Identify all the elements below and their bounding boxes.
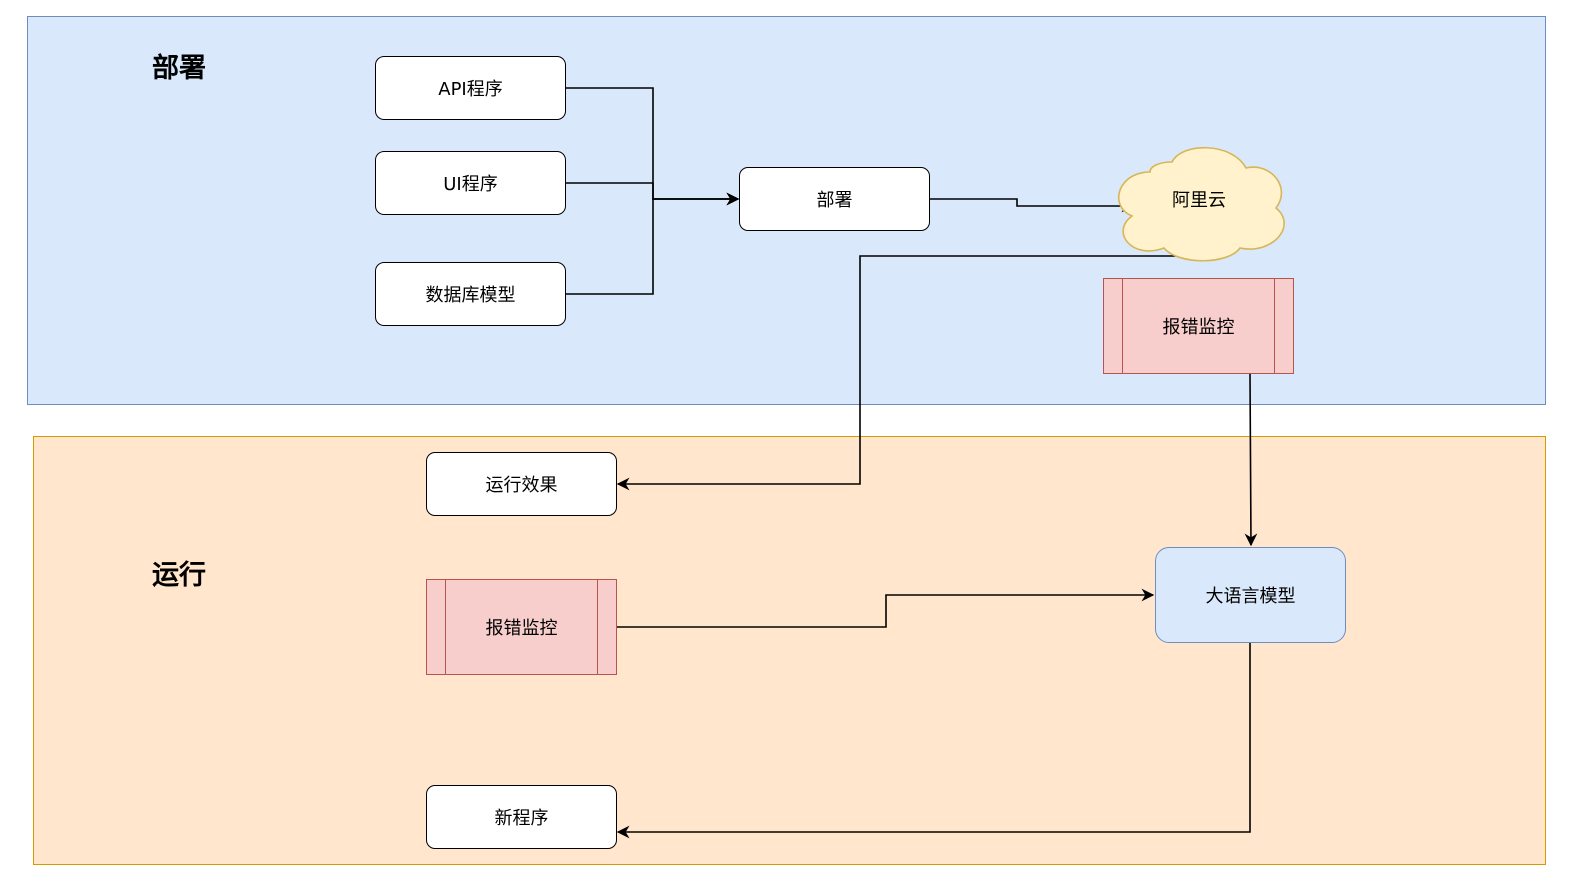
db-model-node[interactable]: 数据库模型 bbox=[375, 262, 566, 326]
error-monitor-deploy-label: 报错监控 bbox=[1162, 317, 1235, 338]
error-monitor-run-node[interactable]: 报错监控 bbox=[426, 579, 617, 675]
new-program-label: 新程序 bbox=[494, 808, 549, 829]
run-lane-title: 运行 bbox=[152, 560, 206, 591]
error-monitor-deploy-node[interactable]: 报错监控 bbox=[1103, 278, 1294, 374]
api-program-node[interactable]: API程序 bbox=[375, 56, 566, 120]
error-monitor-run-label: 报错监控 bbox=[485, 618, 558, 639]
api-program-label: API程序 bbox=[438, 79, 503, 100]
llm-node[interactable]: 大语言模型 bbox=[1155, 547, 1346, 643]
run-effect-node[interactable]: 运行效果 bbox=[426, 452, 617, 516]
db-model-label: 数据库模型 bbox=[425, 285, 516, 306]
ui-program-label: UI程序 bbox=[443, 174, 498, 195]
ui-program-node[interactable]: UI程序 bbox=[375, 151, 566, 215]
deploy-node[interactable]: 部署 bbox=[739, 167, 930, 231]
new-program-node[interactable]: 新程序 bbox=[426, 785, 617, 849]
llm-label: 大语言模型 bbox=[1205, 586, 1296, 607]
deploy-lane-title: 部署 bbox=[152, 53, 206, 84]
aliyun-label: 阿里云 bbox=[1172, 190, 1226, 211]
run-swimlane bbox=[33, 436, 1546, 865]
run-effect-label: 运行效果 bbox=[485, 475, 558, 496]
deploy-label: 部署 bbox=[816, 190, 853, 211]
